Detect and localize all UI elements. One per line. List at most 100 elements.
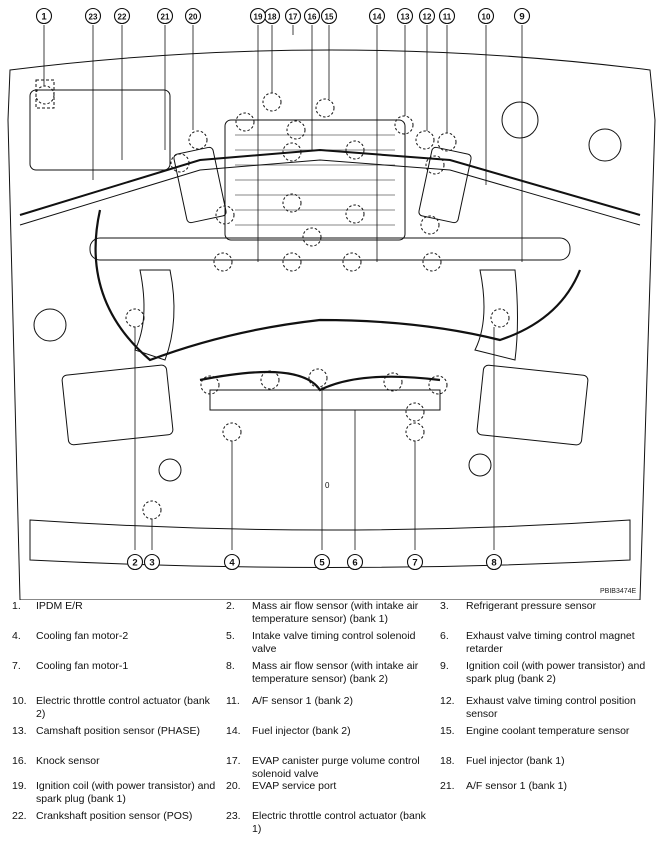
callout-label: 20: [189, 12, 198, 21]
wiring-harness: [94, 209, 582, 362]
callout-2: 2: [126, 553, 144, 571]
legend-number: 6.: [440, 630, 449, 642]
front-bumper: [29, 519, 631, 568]
legend-text: Exhaust valve timing control magnet reta…: [466, 630, 635, 655]
callout-label: 17: [289, 12, 298, 21]
air-box-left: [61, 364, 174, 446]
legend-text: Exhaust valve timing control position se…: [466, 695, 636, 720]
callout-label: 15: [325, 12, 334, 21]
legend-text: Camshaft position sensor (PHASE): [36, 725, 200, 737]
legend-number: 23.: [226, 810, 241, 822]
callout-3: 3: [143, 553, 161, 571]
callout-label: 1: [41, 11, 47, 22]
legend-number: 17.: [226, 755, 241, 767]
callout-22: 22: [113, 7, 131, 25]
legend-text: Electric throttle control actuator (bank…: [252, 810, 426, 835]
callout-12: 12: [418, 7, 436, 25]
legend-text: Intake valve timing control solenoid val…: [252, 630, 416, 655]
legend-text: Electric throttle control actuator (bank…: [36, 695, 210, 720]
legend-number: 12.: [440, 695, 455, 707]
legend-text: EVAP canister purge volume control solen…: [252, 755, 420, 780]
air-box-right: [476, 364, 589, 446]
callout-15: 15: [320, 7, 338, 25]
legend-text: Cooling fan motor-2: [36, 630, 129, 642]
figure-code: PBIB3474E: [600, 588, 637, 595]
intake-duct-right: [474, 269, 518, 361]
callout-label: 11: [443, 12, 452, 21]
legend-text: Crankshaft position sensor (POS): [36, 810, 193, 822]
callout-9: 9: [513, 7, 531, 25]
legend-text: Mass air flow sensor (with intake air te…: [252, 600, 419, 625]
callout-label: 22: [118, 12, 127, 21]
legend-number: 9.: [440, 660, 449, 672]
callout-label: 6: [352, 557, 357, 568]
callout-label: 2: [132, 557, 137, 568]
legend-number: 20.: [226, 780, 241, 792]
legend-text: EVAP service port: [252, 780, 337, 792]
callout-4: 4: [223, 553, 241, 571]
legend-text: A/F sensor 1 (bank 1): [466, 780, 567, 792]
callout-label: 12: [423, 12, 432, 21]
callout-label: 19: [254, 12, 263, 21]
legend-text: Knock sensor: [36, 755, 100, 767]
legend: 1. IPDM E/R 2. Mass air flow sensor (with i…: [0, 598, 659, 846]
strut-tower-bar: [19, 148, 641, 216]
callout-label: 10: [482, 12, 491, 21]
legend-number: 19.: [12, 780, 27, 792]
legend-text: Cooling fan motor-1: [36, 660, 129, 672]
callout-6: 6: [346, 553, 364, 571]
legend-number: 16.: [12, 755, 27, 767]
reservoir: [501, 101, 539, 139]
legend-number: 10.: [12, 695, 27, 707]
legend-number: 7.: [12, 660, 21, 672]
legend-number: 5.: [226, 630, 235, 642]
callout-1: 1: [35, 7, 53, 25]
legend-number: 2.: [226, 600, 235, 612]
callout-23: 23: [84, 7, 102, 25]
callout-label: 18: [268, 12, 277, 21]
callout-label: 7: [412, 557, 417, 568]
coil-bank-2: [418, 146, 472, 224]
callout-11: 11: [438, 7, 456, 25]
legend-text: Ignition coil (with power transistor) an…: [466, 660, 646, 685]
callout-label: 13: [401, 12, 410, 21]
callout-10: 10: [477, 7, 495, 25]
legend-text: Engine coolant temperature sensor: [466, 725, 630, 737]
legend-text: Fuel injector (bank 2): [252, 725, 351, 737]
legend-number: 21.: [440, 780, 455, 792]
callout-label: 8: [491, 557, 496, 568]
legend-number: 22.: [12, 810, 27, 822]
callout-18: 18: [263, 7, 281, 25]
legend-number: 1.: [12, 600, 21, 612]
callout-20: 20: [184, 7, 202, 25]
legend-number: 8.: [226, 660, 235, 672]
hood-outline: [7, 49, 656, 600]
coil-bank-1: [173, 146, 227, 224]
callout-17: 17: [284, 7, 302, 25]
battery-area: [29, 89, 171, 171]
callout-16: 16: [303, 7, 321, 25]
legend-text: Refrigerant pressure sensor: [466, 600, 597, 612]
callout-label: 14: [373, 12, 382, 21]
callout-label: 9: [519, 11, 524, 22]
cross-brace: [89, 237, 571, 261]
legend-text: A/F sensor 1 (bank 2): [252, 695, 353, 707]
callout-label: 3: [149, 557, 154, 568]
legend-text: IPDM E/R: [36, 600, 83, 612]
callout-21: 21: [156, 7, 174, 25]
callout-label: 21: [161, 12, 170, 21]
legend-number: 15.: [440, 725, 455, 737]
intake-duct-left: [134, 269, 175, 361]
callout-label: 4: [229, 557, 235, 568]
callout-label: 5: [319, 557, 325, 568]
legend-number: 4.: [12, 630, 21, 642]
legend-number: 11.: [226, 695, 240, 707]
legend-number: 14.: [226, 725, 241, 737]
legend-text: Fuel injector (bank 1): [466, 755, 565, 767]
legend-number: 13.: [12, 725, 27, 737]
callout-8: 8: [485, 553, 503, 571]
legend-text: Mass air flow sensor (with intake air te…: [252, 660, 419, 685]
callout-13: 13: [396, 7, 414, 25]
